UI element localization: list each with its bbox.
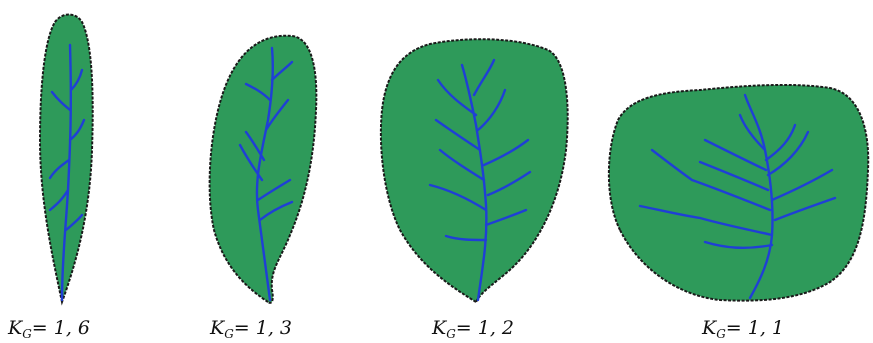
basin-1-elongated xyxy=(40,15,93,303)
basin-1-label: KG= 1, 6 xyxy=(8,317,90,341)
basin-3-symbol: K xyxy=(432,317,446,339)
basin-4-outline xyxy=(609,85,868,301)
basin-2-outline xyxy=(210,36,317,303)
basin-2-oval xyxy=(210,36,317,303)
basin-1-outline xyxy=(40,15,93,303)
basin-2-label: KG= 1, 3 xyxy=(210,317,292,341)
basin-4-rounded xyxy=(609,85,868,301)
basin-4-subscript: G xyxy=(716,327,726,341)
basin-3-label: KG= 1, 2 xyxy=(432,317,514,341)
basin-3-subscript: G xyxy=(446,327,456,341)
basin-1-symbol: K xyxy=(8,317,22,339)
basin-4-label: KG= 1, 1 xyxy=(702,317,784,341)
basin-2-value: = 1, 3 xyxy=(234,317,292,339)
basin-3-teardrop xyxy=(381,39,568,302)
basin-4-symbol: K xyxy=(702,317,716,339)
basin-4-value: = 1, 1 xyxy=(726,317,784,339)
basin-1-subscript: G xyxy=(22,327,32,341)
basin-3-value: = 1, 2 xyxy=(456,317,514,339)
basin-2-symbol: K xyxy=(210,317,224,339)
basin-3-outline xyxy=(381,39,568,302)
basin-2-subscript: G xyxy=(224,327,234,341)
basin-1-value: = 1, 6 xyxy=(32,317,90,339)
